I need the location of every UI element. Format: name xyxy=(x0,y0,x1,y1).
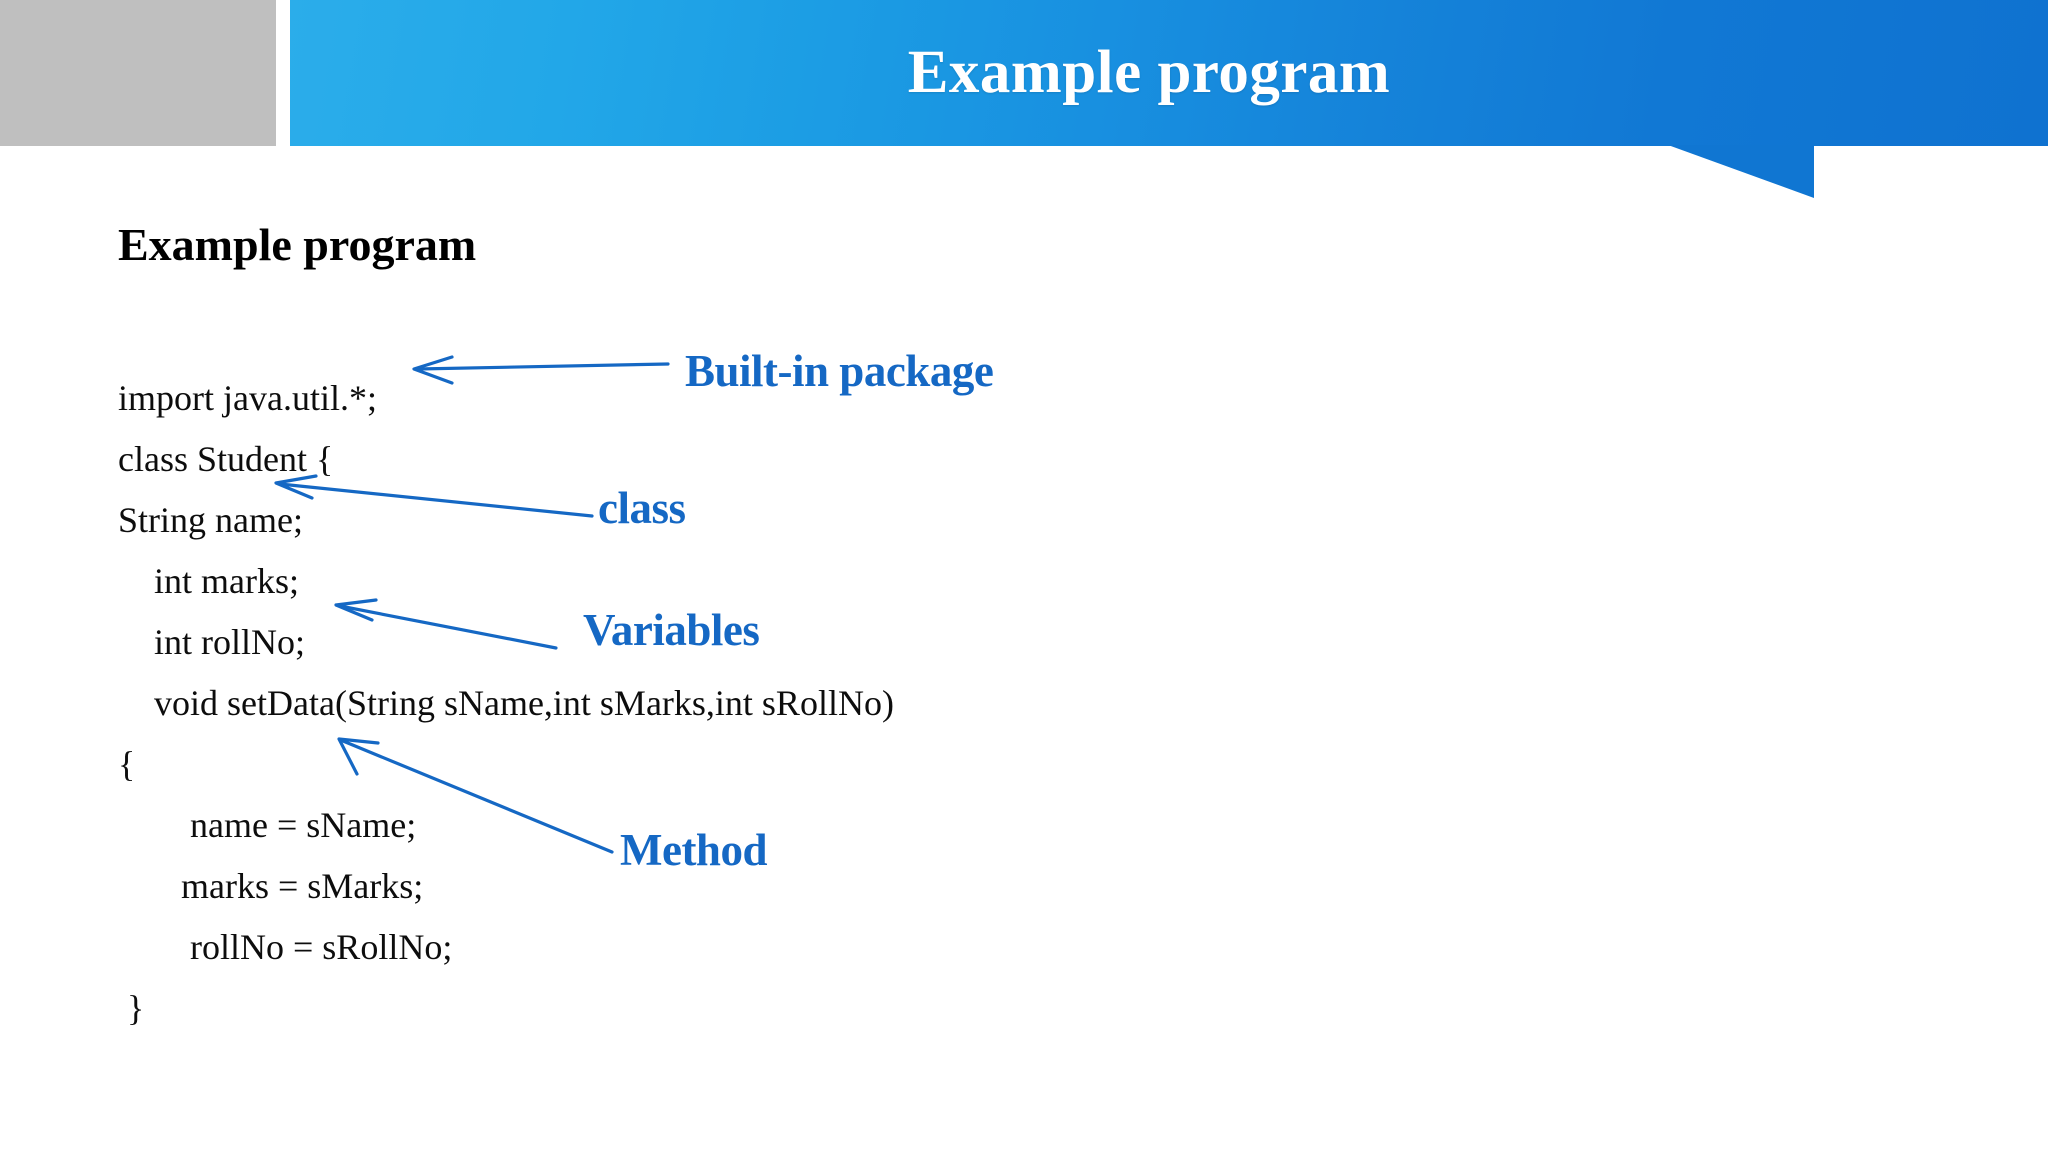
header-gray-block xyxy=(0,0,276,146)
body-heading: Example program xyxy=(118,219,477,270)
code-line: int rollNo; xyxy=(118,622,305,662)
header-banner xyxy=(290,0,2048,146)
annotation-label-variables: Variables xyxy=(583,605,760,655)
code-line: rollNo = sRollNo; xyxy=(118,927,453,967)
annotation-label-class: class xyxy=(598,483,686,533)
annotation-label-built-in-package: Built-in package xyxy=(685,346,994,396)
code-line: marks = sMarks; xyxy=(118,866,424,906)
code-line: import java.util.*; xyxy=(118,378,377,418)
slide-title: Example program xyxy=(907,39,1391,106)
code-line: void setData(String sName,int sMarks,int… xyxy=(118,683,894,723)
header-banner-tail xyxy=(1668,145,1814,198)
code-block: import java.util.*; class Student { Stri… xyxy=(118,368,1318,1039)
code-line: int marks; xyxy=(118,561,299,601)
code-line: { xyxy=(118,744,136,784)
code-line: } xyxy=(118,988,145,1028)
annotation-label-method: Method xyxy=(620,825,768,875)
code-line: class Student { xyxy=(118,439,334,479)
code-line: String name; xyxy=(118,500,303,540)
